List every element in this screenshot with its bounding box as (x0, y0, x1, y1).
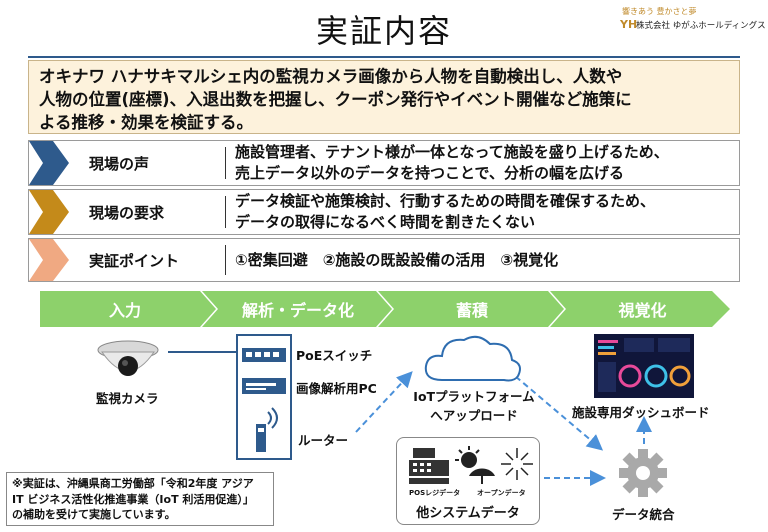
title-rule (28, 56, 740, 58)
row-point-text: ①密集回避 ②施設の既設設備の活用 ③視覚化 (235, 239, 558, 281)
pos-data-label: POSレジデータ (409, 489, 461, 497)
logo-company: 株式会社 ゆがふホールディングス (636, 21, 766, 31)
flow-stage-input: 入力 (108, 301, 141, 320)
camera-icon (97, 340, 159, 376)
row-requirement-line-1: データ検証や施策検討、行動するための時間を確保するため、 (235, 192, 656, 210)
row-requirement-line-2: データの取得になるべく時間を割きたくない (235, 213, 536, 231)
summary-line-3: よる推移・効果を検証する。 (39, 113, 254, 132)
flow-stage-visual-shape (550, 291, 730, 327)
row-voice-text: 施設管理者、テナント様が一体となって施設を盛り上げるため、 売上データ以外のデー… (235, 141, 669, 185)
router-label: ルーター (298, 433, 349, 448)
row-point-divider (225, 245, 226, 275)
analysis-pc-label: 画像解析用PC (296, 381, 377, 396)
row-voice-label: 現場の声 (89, 154, 150, 173)
row-requirement-divider (225, 196, 226, 228)
open-data-label: オープンデータ (477, 489, 526, 497)
flow-stage-storage: 蓄積 (455, 301, 488, 320)
row-requirement: 現場の要求 データ検証や施策検討、行動するための時間を確保するため、 データの取… (28, 189, 740, 235)
row-point: 実証ポイント ①密集回避 ②施設の既設設備の活用 ③視覚化 (28, 238, 740, 282)
summary-line-1: オキナワ ハナサキマルシェ内の監視カメラ画像から人物を自動検出し、人数や (39, 67, 623, 86)
other-systems-box: POSレジデータ オープンデータ 他システムデータ (396, 437, 540, 525)
grant-note-line-2: IT ビジネス活性化推進事業（IoT 利活用促進）」 (12, 492, 254, 506)
row-point-label: 実証ポイント (89, 251, 180, 270)
iot-upload-line-2: へアップロード (430, 408, 518, 423)
cloud-to-integration-arrow (507, 369, 604, 451)
logo-slogan: 響きあう 豊かさと夢 (622, 7, 697, 16)
logo-mark: YH (620, 18, 638, 31)
gear-icon (619, 449, 667, 497)
row-point-line-1: ①密集回避 ②施設の既設設備の活用 ③視覚化 (235, 250, 559, 269)
camera-label: 監視カメラ (96, 391, 159, 406)
router-to-cloud-arrow (355, 371, 413, 433)
pos-register-icon (409, 448, 449, 484)
other-systems-label: 他システムデータ (416, 506, 520, 521)
grant-note-line-3: の補助を受けて実施しています。 (12, 508, 176, 521)
grant-note: ※実証は、沖縄県商工労働部「令和2年度 アジア IT ビジネス活性化推進事業（I… (6, 472, 274, 526)
row-requirement-text: データ検証や施策検討、行動するための時間を確保するため、 データの取得になるべく… (235, 190, 655, 234)
page-title: 実証内容 (315, 12, 452, 50)
grant-note-line-1: ※実証は、沖縄県商工労働部「令和2年度 アジア (12, 477, 254, 490)
iot-upload-line-1: IoTプラットフォーム (413, 389, 535, 404)
flow-stage-input-shape (40, 291, 216, 327)
poe-switch-label: PoEスイッチ (296, 348, 373, 363)
row-voice-divider (225, 147, 226, 179)
device-panel (236, 334, 292, 460)
flow-stage-analysis: 解析・データ化 (241, 301, 354, 320)
iot-upload-label: IoTプラットフォーム へアップロード (412, 386, 536, 424)
row-voice: 現場の声 施設管理者、テナント様が一体となって施設を盛り上げるため、 売上データ… (28, 140, 740, 186)
summary-line-2: 人物の位置(座標)、入退出数を把握し、クーポン発行やイベント開催など施策に (39, 90, 632, 109)
summary-box: オキナワ ハナサキマルシェ内の監視カメラ画像から人物を自動検出し、人数や 人物の… (28, 60, 740, 134)
flow-stage-analysis-shape (202, 291, 392, 327)
row-requirement-label: 現場の要求 (89, 203, 165, 222)
dashboard-screen-icon (594, 334, 694, 398)
data-integration-label: データ統合 (612, 507, 675, 522)
flow-stage-shapes (40, 291, 730, 327)
flow-stage-visual: 視覚化 (618, 301, 667, 320)
flow-stage-bar: 入力 解析・データ化 蓄積 視覚化 (40, 291, 730, 327)
network-devices-icon (242, 348, 286, 452)
row-voice-line-2: 売上データ以外のデータを持つことで、分析の幅を広げる (235, 164, 624, 182)
row-voice-line-1: 施設管理者、テナント様が一体となって施設を盛り上げるため、 (235, 143, 669, 161)
weather-icon (455, 446, 495, 484)
dashboard-label: 施設専用ダッシュボード (572, 405, 710, 420)
flow-stage-storage-shape (378, 291, 564, 327)
cloud-icon (424, 335, 521, 382)
fireworks-icon (501, 448, 533, 480)
